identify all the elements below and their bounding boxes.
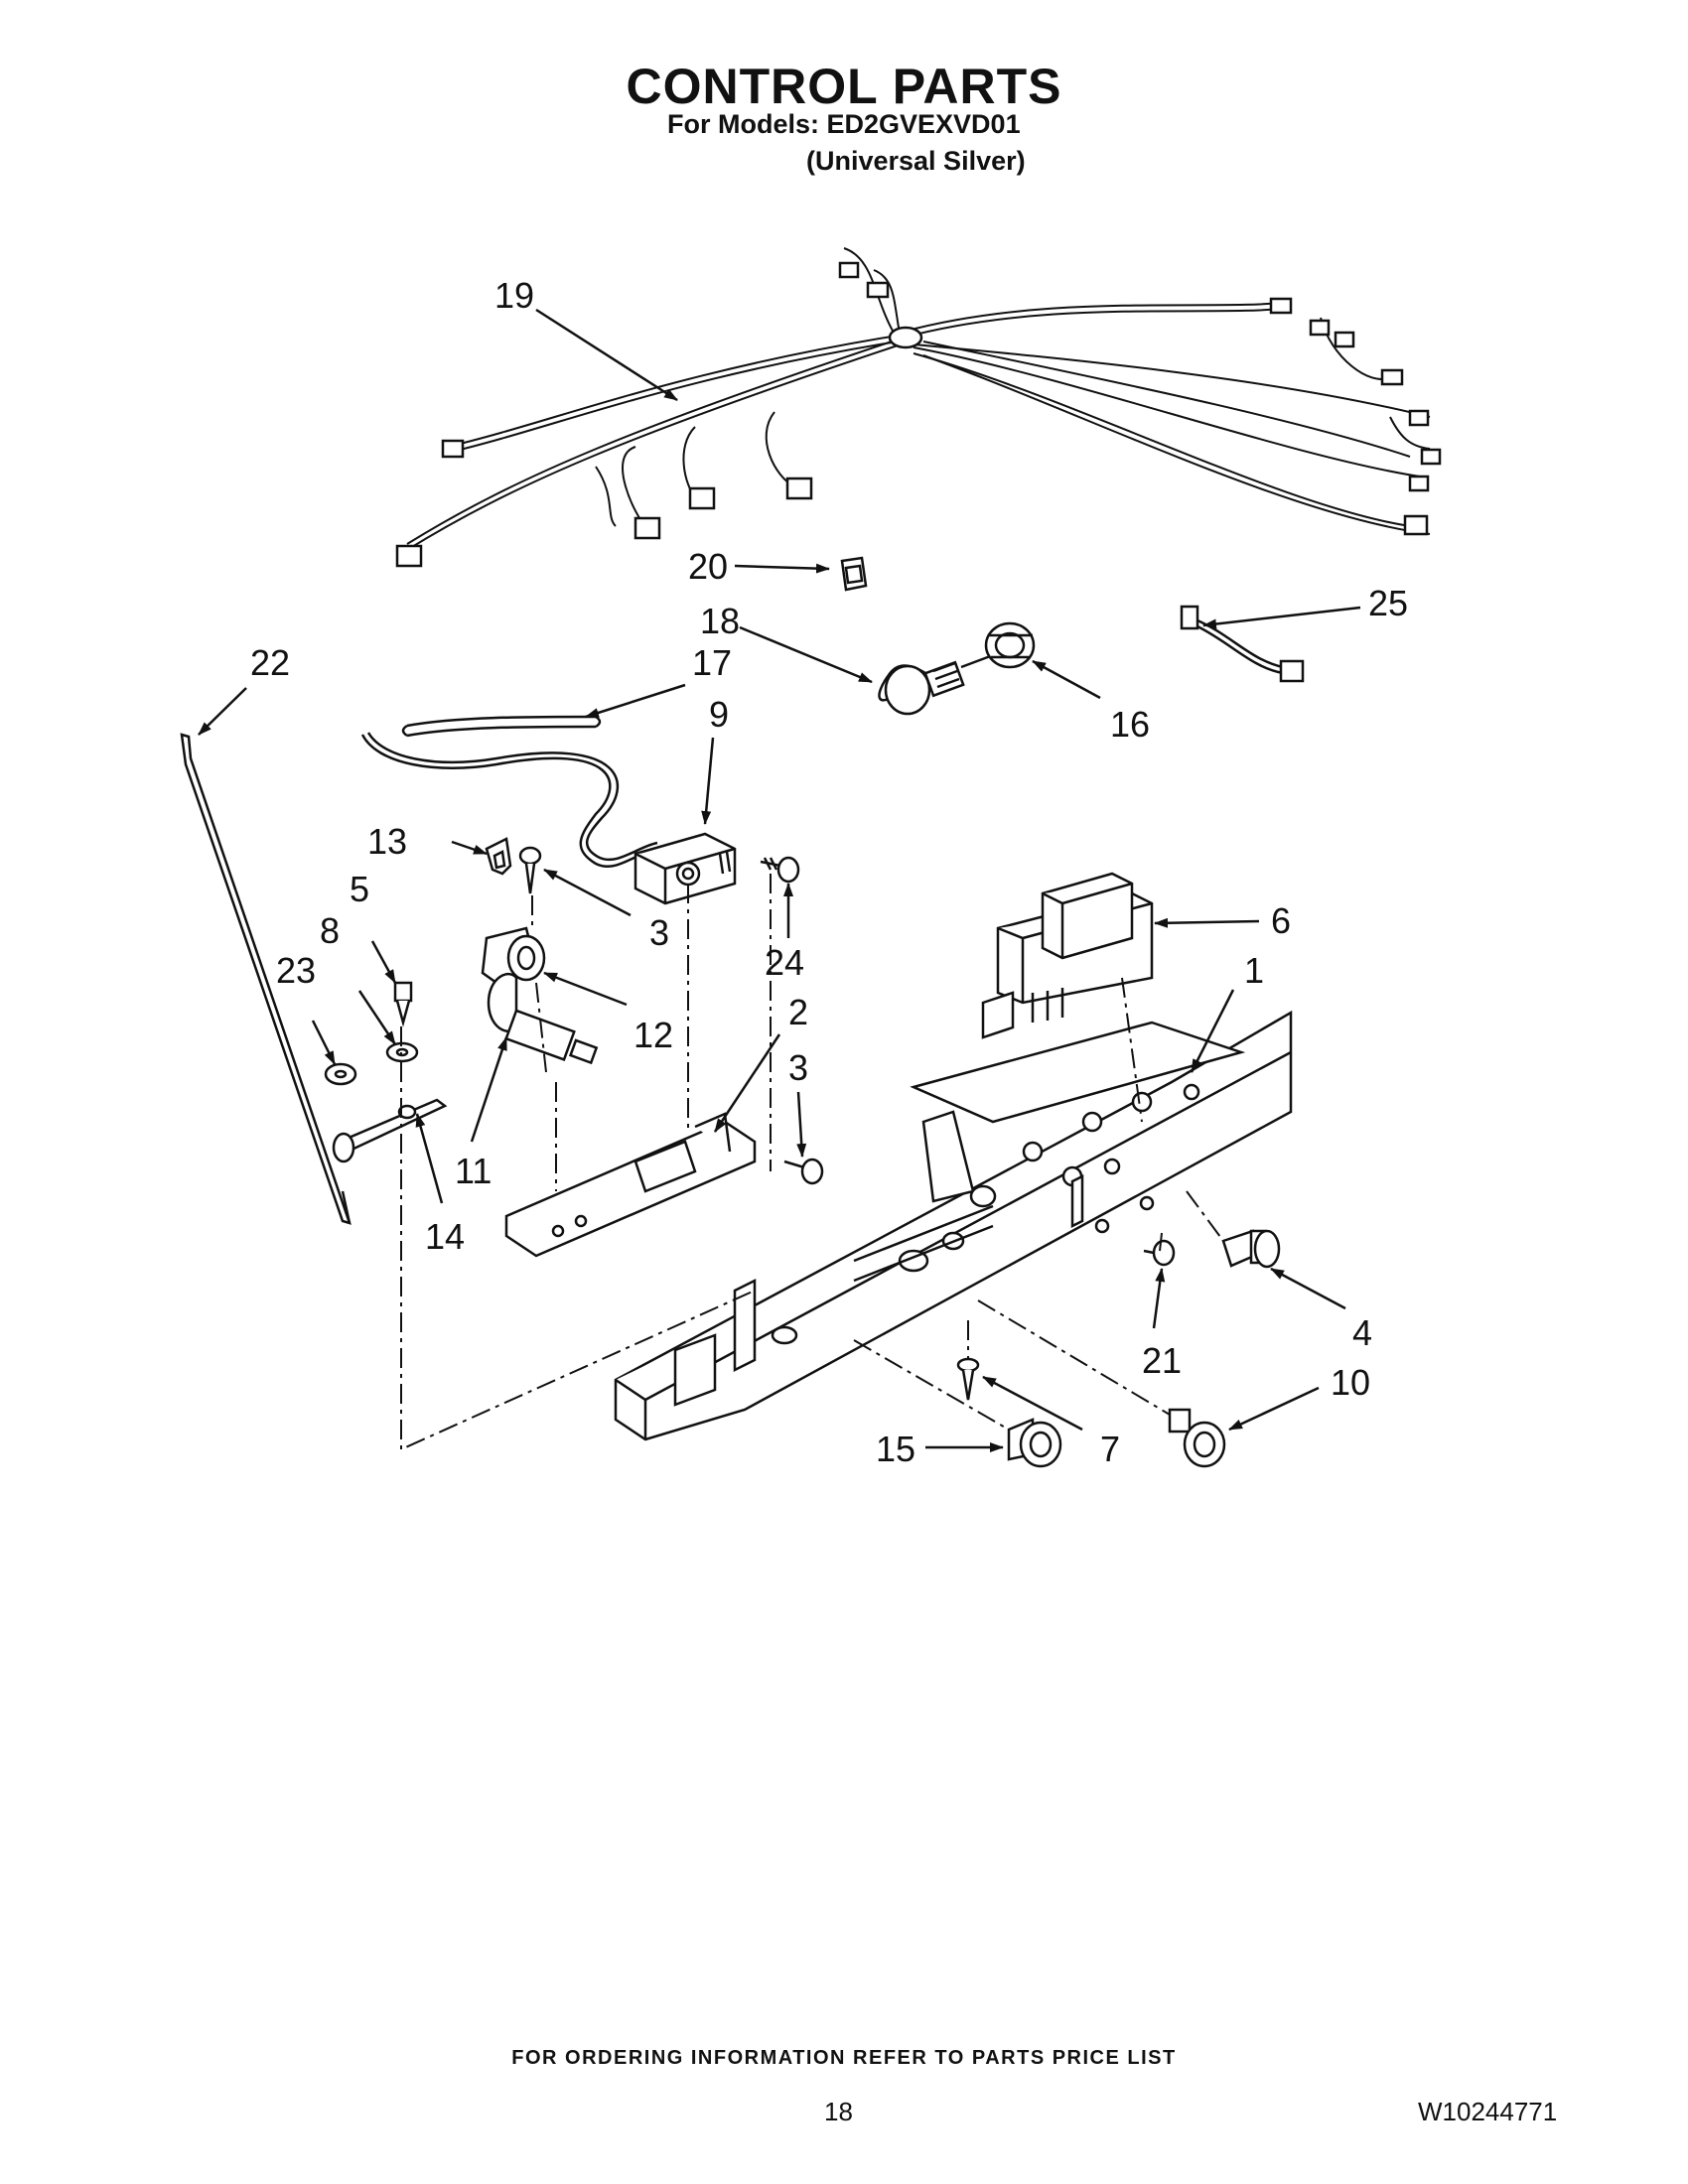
transformer-6 <box>996 872 1154 1023</box>
callout-18: 18 <box>700 601 740 641</box>
callout-2: 2 <box>788 992 808 1032</box>
callout-16: 16 <box>1110 704 1150 745</box>
screw-7 <box>956 1357 980 1401</box>
connector-10 <box>1168 1408 1226 1468</box>
callout-8: 8 <box>320 910 340 951</box>
callout-11: 11 <box>455 1151 492 1191</box>
knob-15 <box>1007 1418 1062 1468</box>
bracket-13 <box>485 837 512 876</box>
callout-3a: 3 <box>649 912 669 953</box>
assembly-guide-lines <box>400 874 1224 1451</box>
light-bulb <box>878 660 965 716</box>
callout-23: 23 <box>276 950 316 991</box>
callout-21: 21 <box>1142 1340 1182 1381</box>
callout-17: 17 <box>692 642 732 683</box>
washer-23 <box>324 1062 357 1086</box>
harness-connectors <box>395 261 1442 568</box>
lever-arm-14 <box>332 1098 448 1163</box>
plunger-11 <box>487 972 599 1065</box>
control-housing-1 <box>614 991 1293 1441</box>
callout-20: 20 <box>688 546 728 587</box>
callout-6: 6 <box>1271 900 1291 941</box>
callout-5: 5 <box>350 869 369 909</box>
callout-15: 15 <box>876 1429 915 1469</box>
bracket-2 <box>504 1112 757 1258</box>
callout-9: 9 <box>709 694 729 735</box>
actuator-rod <box>180 733 352 1225</box>
jumper-wire <box>1180 605 1305 683</box>
screw-3-upper <box>518 846 542 894</box>
callout-13: 13 <box>367 821 407 862</box>
callout-25: 25 <box>1368 583 1408 623</box>
callout-12: 12 <box>633 1015 673 1055</box>
switch-4 <box>1221 1229 1281 1269</box>
button-21 <box>1143 1239 1176 1267</box>
wire-harness <box>406 247 1431 551</box>
ordering-note: FOR ORDERING INFORMATION REFER TO PARTS … <box>511 2047 1177 2069</box>
callout-labels: 19 20 18 25 22 17 16 9 13 5 3 24 6 1 8 2… <box>250 275 1408 1469</box>
page-title: CONTROL PARTS <box>626 59 1062 114</box>
variant-line: (Universal Silver) <box>806 146 1026 176</box>
screw-24 <box>760 856 800 884</box>
callout-7: 7 <box>1100 1429 1120 1469</box>
leader-arrows <box>198 308 1361 1452</box>
callout-14: 14 <box>425 1216 465 1257</box>
clip-part <box>840 556 868 592</box>
callout-4: 4 <box>1352 1312 1372 1353</box>
bracket-12 <box>481 926 546 985</box>
callout-10: 10 <box>1331 1362 1370 1403</box>
document-number: W10244771 <box>1418 2097 1558 2126</box>
page-number: 18 <box>824 2097 853 2126</box>
callout-24: 24 <box>765 942 804 983</box>
models-line: For Models: ED2GVEXVD01 <box>667 109 1021 139</box>
tubing <box>360 715 658 868</box>
callout-19: 19 <box>494 275 534 316</box>
callout-1: 1 <box>1244 950 1264 991</box>
callout-22: 22 <box>250 642 290 683</box>
callout-3b: 3 <box>788 1047 808 1088</box>
screw-3-lower <box>783 1158 824 1185</box>
screw-5 <box>393 981 413 1027</box>
bulb-socket <box>960 621 1036 669</box>
